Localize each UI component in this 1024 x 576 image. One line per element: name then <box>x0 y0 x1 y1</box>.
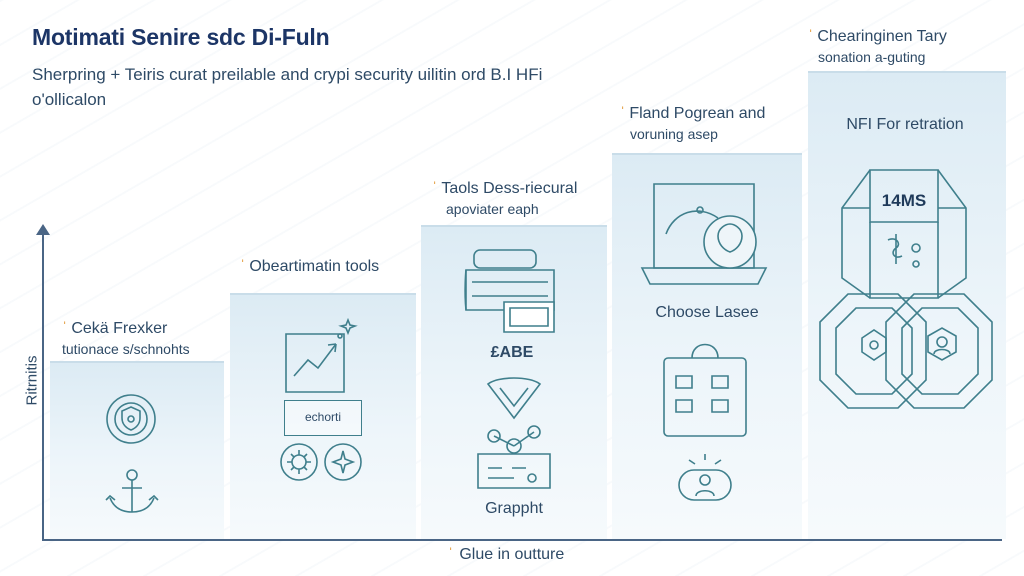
growth-chart-icon <box>282 312 362 394</box>
tick-mark-icon: ˈ <box>448 546 454 563</box>
user-lock-icon <box>675 452 735 504</box>
grid-bag-icon <box>662 342 748 438</box>
step-3-bottom-label: Grappht <box>485 500 543 517</box>
vault-badge: 14MS <box>881 191 927 210</box>
tick-mark-icon: ˈ <box>432 180 438 197</box>
tick-mark-icon: ˈ <box>808 28 814 45</box>
tick-mark-icon: ˈ <box>240 258 246 275</box>
step-1-block <box>50 361 224 539</box>
spark-badge-icon <box>323 442 363 482</box>
network-nodes-icon <box>472 374 556 492</box>
y-axis-label: Ritrnitis <box>23 355 41 406</box>
step-3-inner-label: £ABE <box>490 344 534 361</box>
echorti-panel: echorti <box>284 400 362 436</box>
step-5-inner-label: NFI For retration <box>846 116 964 133</box>
anchor-icon <box>104 468 160 518</box>
laptop-shield-icon <box>640 180 768 292</box>
y-axis <box>42 226 44 540</box>
x-axis <box>42 539 1002 541</box>
step-5-block <box>808 71 1006 539</box>
hexagon-vault-icon <box>836 168 972 300</box>
step-4-inner-label: Choose Lasee <box>655 304 759 321</box>
step-3-block <box>421 225 607 539</box>
server-drum-icon <box>462 248 562 334</box>
gear-shield-icon <box>104 392 158 446</box>
y-axis-arrow-icon <box>36 224 50 235</box>
page-subtitle: Sherpring + Teiris curat preilable and c… <box>32 65 543 109</box>
tick-mark-icon: ˈ <box>620 105 626 122</box>
page-title: Motimati Senire sdc Di-Fuln <box>32 24 330 50</box>
tick-mark-icon: ˈ <box>62 320 68 337</box>
cog-badge-icon <box>279 442 319 482</box>
linked-octagons-icon <box>818 290 994 412</box>
